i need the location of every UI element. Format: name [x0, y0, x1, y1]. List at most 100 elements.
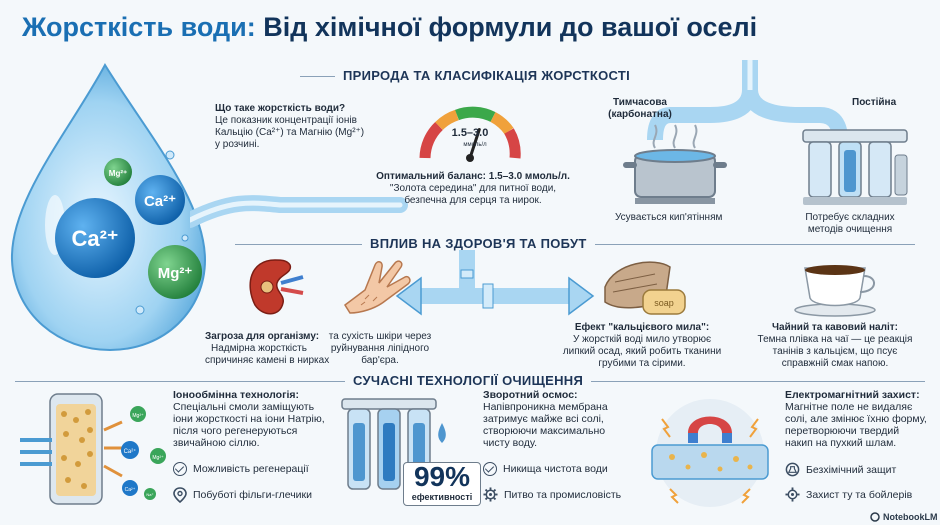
skin-effect-line1: та сухість шкіри через [328, 331, 432, 342]
gauge-caption: Оптимальний баланс: 1.5–3.0 ммоль/л. "Зо… [368, 171, 578, 207]
magnetic-feature-1: Безхімічний защит [785, 462, 896, 477]
title-accent: Жорсткість води: [22, 12, 256, 42]
ion-exchange-line4: звичайною сіллю. [173, 437, 260, 449]
ion-feature-2-label: Побуботі фільги-глечики [193, 489, 312, 501]
gauge-needle [468, 128, 481, 160]
ion-exchange-text: Іонообмінна технологія: Спеціальні смоли… [173, 389, 338, 449]
tea-effect: Чайний та кавовий наліт: Темна плівка на… [745, 322, 925, 370]
no-chemicals-icon [785, 462, 800, 477]
osmosis-line1: Напівпроникна мембрана [483, 401, 608, 413]
hardness-answer-line2: Кальцію (Ca²⁺) та Магнію (Mg²⁺) [215, 127, 365, 138]
soap-effect-line3: грубими та сірими. [598, 358, 686, 369]
soap-effect-title: Ефект "кальцієвого мила": [574, 322, 710, 333]
dry-hand-icon [343, 260, 411, 314]
temporary-label-line1: Тимчасова [613, 97, 667, 108]
soap-effect-line2: липкий осад, який робить тканини [562, 346, 722, 357]
ion-mg-large [148, 245, 202, 299]
distribution-pipe [395, 250, 595, 316]
osmosis-title: Зворотний осмос: [483, 389, 578, 401]
page-title: Жорсткість води: Від хімічної формули до… [22, 12, 922, 43]
inlet-pipe [190, 195, 408, 228]
magnetic-line3: перетворюючи твердий [785, 425, 900, 437]
section-nature-heading: ПРИРОДА ТА КЛАСИФІКАЦІЯ ЖОРСТКОСТІ [335, 68, 639, 83]
health-threat: Загроза для організму: Надмірна жорсткіс… [205, 331, 335, 367]
magnetic-feature-2: Захист ту та бойлерів [785, 487, 912, 502]
ion-ca-small-label: Ca²⁺ [144, 193, 176, 210]
filter-system-icon [802, 129, 908, 205]
ion-label-mg-mid: Mg²⁺ [152, 455, 164, 461]
tea-effect-line3: справжній смак напою. [781, 358, 889, 369]
osmosis-text: Зворотний осмос: Напівпроникна мембрана … [483, 389, 623, 449]
soap-towel-icon: soap [604, 261, 686, 315]
boiling-pot-icon [623, 124, 727, 204]
soap-effect-line1: У жорсткій воді мило утворює [572, 334, 712, 345]
hardness-question: Що таке жорсткість води? [215, 103, 346, 114]
osmosis-feature-1-label: Никища чистота води [503, 463, 608, 475]
skin-effect-line3: бар'єра. [361, 355, 399, 366]
magnetic-text: Електромагнітний захист: Магнітне поле н… [785, 389, 935, 449]
gauge-unit: ммоль/л [463, 142, 487, 148]
brand-logo: NotebookLM [870, 512, 938, 522]
temporary-label-line2: (карбонатна) [608, 109, 672, 120]
kidney-icon [249, 259, 304, 315]
tea-effect-title: Чайний та кавовий наліт: [772, 322, 898, 333]
osmosis-line3: створюючи максимально [483, 425, 606, 437]
ion-label-ca-bottom: Ca²⁺ [125, 487, 136, 493]
permanent-hardness-label: Постійна [852, 97, 897, 108]
check-circle-icon [483, 462, 497, 476]
gear-icon [785, 487, 800, 502]
ion-mg-large-label: Mg²⁺ [158, 265, 193, 282]
osmosis-line2: затримує майже всі солі, [483, 413, 604, 425]
osmosis-feature-1: Никища чистота води [483, 462, 608, 476]
magnetic-line2: солі, але змінює їхню форму, [785, 413, 927, 425]
gear-icon [483, 487, 498, 502]
hardness-answer-line1: Це показник концентрації іонів [215, 115, 357, 126]
permanent-note-line1: Потребує складних [805, 212, 895, 223]
magnetic-feature-2-label: Захист ту та бойлерів [806, 488, 913, 501]
ion-mg-small-label: Mg²⁺ [109, 169, 127, 178]
ion-label-na: Na⁺ [146, 492, 153, 497]
efficiency-label: ефективності [411, 492, 473, 502]
soap-label: soap [654, 298, 674, 308]
notebook-logo-icon [870, 512, 880, 522]
magnetic-title: Електромагнітний захист: [785, 389, 920, 401]
gauge-range: 1.5–3.0 [452, 127, 489, 139]
efficiency-badge: 99% ефективності [403, 462, 481, 506]
ion-feature-1-label: Можливість регенерації [193, 463, 309, 475]
magnetic-line1: Магнітне поле не видаляє [785, 401, 913, 413]
tea-cup-icon [794, 265, 876, 317]
permanent-note-line2: методів очищення [807, 224, 893, 235]
ion-feature-1: Можливість регенерації [173, 462, 309, 476]
ion-ca-large-label: Ca²⁺ [71, 226, 118, 251]
title-main: Від хімічної формули до вашої оселі [263, 12, 758, 42]
ion-ca-small [135, 175, 185, 225]
ion-exchange-line3: після чого регенеруються [173, 425, 298, 437]
osmosis-feature-2-label: Питво та промисловість [504, 488, 622, 501]
hardness-answer-line3: у розчині. [215, 139, 260, 150]
permanent-note: Потребує складних методів очищення [785, 212, 915, 236]
section-tech-heading: СУЧАСНІ ТЕХНОЛОГІЇ ОЧИЩЕННЯ [345, 373, 592, 388]
water-drop-illustration: Ca²⁺ Ca²⁺ Mg²⁺ Mg²⁺ [10, 62, 207, 352]
ion-exchange-column: Mg²⁺ Ca²⁺ Mg²⁺ Ca²⁺ Na⁺ [20, 393, 166, 505]
health-threat-line1: Надмірна жорсткість [211, 343, 307, 354]
ion-exchange-line1: Спеціальні смоли заміщують [173, 401, 315, 413]
ion-exchange-line2: іони жорсткості на іони Натрію, [173, 413, 325, 425]
hardness-gauge: 1.5–3.0 ммоль/л [419, 106, 521, 162]
ion-exchange-title: Іонообмінна технологія: [173, 389, 300, 401]
temporary-hardness-label: Тимчасова (карбонатна) [590, 97, 690, 121]
ion-label-mg-top: Mg²⁺ [132, 413, 144, 419]
gauge-caption-line2: "Золота середина" для питної води, [389, 183, 557, 194]
efficiency-percent: 99% [413, 461, 471, 492]
ion-feature-2: Побуботі фільги-глечики [173, 487, 312, 503]
brand-name: NotebookLM [883, 512, 938, 522]
osmosis-line4: чисту воду. [483, 437, 537, 449]
magnetic-line4: накип на пухкий шлам. [785, 437, 897, 449]
health-threat-line2: спричиняє камені в нирках [205, 355, 330, 366]
osmosis-feature-2: Питво та промисловість [483, 487, 621, 502]
soap-effect: Ефект "кальцієвого мила": У жорсткій вод… [562, 322, 722, 370]
health-threat-title: Загроза для організму: [205, 331, 320, 342]
ion-ca-large [55, 198, 135, 278]
gauge-caption-line3: безпечна для серця та нирок. [404, 195, 542, 206]
magnetic-pipe-illustration [651, 399, 769, 507]
magnetic-feature-1-label: Безхімічний защит [806, 463, 897, 476]
